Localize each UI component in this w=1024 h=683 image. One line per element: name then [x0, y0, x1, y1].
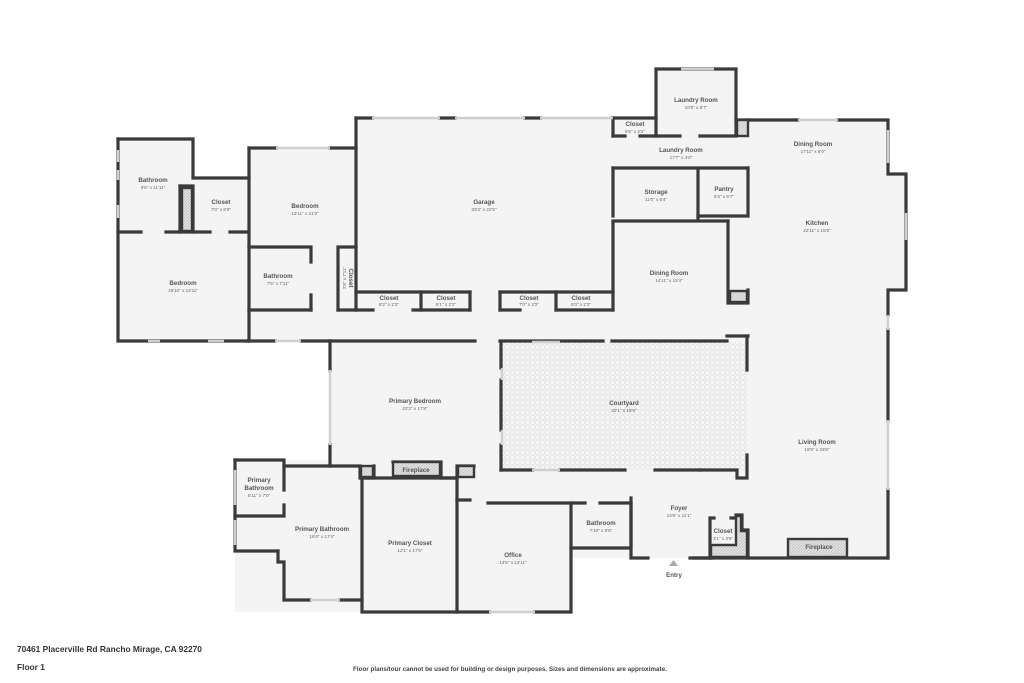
foyer-closet-chase	[709, 514, 749, 559]
room-name: Primary Bedroom	[389, 398, 441, 405]
floor-fills	[118, 69, 906, 612]
room-dimensions: 6'1" x 2'2"	[436, 302, 456, 307]
fireplace-label: Fireplace	[402, 467, 430, 474]
room-dimensions: 11'0" x 6'4"	[645, 197, 668, 202]
room-dimensions: 17'7" x 4'0"	[670, 155, 693, 160]
room-name: Closet	[347, 269, 354, 288]
room-name: Foyer	[671, 505, 688, 512]
room-name: Primary Closet	[388, 540, 432, 547]
courtyard-tiles	[501, 342, 747, 470]
room-dimensions: 2'8" x 7'11"	[342, 266, 347, 289]
room-dimensions: 7'0" x 6'8"	[211, 207, 231, 212]
room-dimensions: 5'11" x 7'0"	[248, 493, 271, 498]
room-name: Bathroom	[244, 485, 274, 492]
room-dimensions: 13'11" x 21'0"	[291, 211, 319, 216]
room-dimensions: 6'3" x 5'7"	[714, 194, 734, 199]
room-dimensions: 8'2" x 2'2"	[379, 302, 399, 307]
room-dimensions: 16'4" x 17'4"	[309, 534, 335, 539]
room-name: Laundry Room	[659, 147, 703, 154]
disclaimer: Floor plans/tour cannot be used for buil…	[353, 666, 667, 673]
laundry-chase	[735, 118, 750, 138]
room-name: Courtyard	[609, 400, 639, 407]
room-name: Closet	[520, 295, 539, 302]
room-name: Laundry Room	[674, 97, 718, 104]
room-name: Closet	[437, 295, 456, 302]
room-dimensions: 16'10" x 13'11"	[168, 288, 198, 293]
room-name: Pantry	[714, 186, 734, 193]
room-name: Closet	[380, 295, 399, 302]
fireplace-bedroom	[391, 460, 442, 478]
room-name: Bedroom	[169, 280, 197, 287]
room-name: Bathroom	[586, 520, 616, 527]
room-name: Dining Room	[650, 270, 689, 277]
room-dimensions: 13'6" x 11'1"	[667, 513, 692, 518]
room-dimensions: 7'5" x 7'11"	[267, 281, 290, 286]
fireplace-living	[786, 537, 849, 559]
nw-chase	[180, 186, 194, 233]
room-dimensions: 3'1" x 3'6"	[713, 536, 733, 541]
room-name: Bathroom	[263, 273, 293, 280]
room-name: Bathroom	[138, 177, 168, 184]
room-name: Closet	[572, 295, 591, 302]
room-dimensions: 10'0" x 8'7"	[685, 105, 708, 110]
room-name: Closet	[626, 121, 645, 128]
room-dimensions: 12'1" x 17'5"	[397, 548, 423, 553]
room-dimensions: 5'5" x 2'1"	[625, 129, 645, 134]
room-dimensions: 7'10" x 5'5"	[590, 528, 613, 533]
room-dimensions: 14'5" x 13'11"	[499, 560, 527, 565]
room-dimensions: 19'5" x 33'6"	[804, 447, 830, 452]
room-name: Primary	[247, 477, 271, 484]
floor-label: Floor 1	[17, 662, 45, 672]
room-dimensions: 22'11" x 15'5"	[803, 228, 831, 233]
room-dimensions: 9'6" x 11'11"	[141, 185, 166, 190]
room-name: Kitchen	[806, 220, 829, 227]
kitchen-pillar	[728, 289, 749, 304]
room-name: Dining Room	[794, 141, 833, 148]
property-address: 70461 Placerville Rd Rancho Mirage, CA 9…	[17, 644, 202, 654]
room-dimensions: 33'3" x 22'5"	[471, 207, 497, 212]
room-labels: Bathroom 9'6" x 11'11" Closet 7'0" x 6'8…	[138, 97, 836, 579]
room-name: Closet	[212, 199, 231, 206]
hatched-structures	[180, 118, 849, 559]
room-dimensions: 14'11" x 15'4"	[655, 278, 683, 283]
room-dimensions: 7'0" x 2'2"	[519, 302, 539, 307]
room-name: Closet	[714, 528, 733, 535]
room-dimensions: 22'2" x 17'8"	[402, 406, 428, 411]
entry-arrow-icon	[669, 560, 678, 566]
room-dimensions: 32'1" x 16'9"	[611, 408, 637, 413]
room-name: Bedroom	[291, 203, 319, 210]
room-dimensions: 17'11" x 6'9"	[801, 149, 826, 154]
fireplace-label: Fireplace	[805, 544, 833, 551]
entry-label: Entry	[666, 572, 682, 579]
room-dimensions: 6'0" x 2'2"	[571, 302, 591, 307]
room-name: Garage	[473, 199, 495, 206]
bedroom-pillar-right	[456, 464, 476, 479]
room-name: Office	[504, 552, 522, 559]
bedroom-pillar-left	[359, 464, 375, 479]
room-name: Primary Bathroom	[295, 526, 349, 533]
windows	[116, 67, 908, 614]
room-name: Storage	[644, 189, 668, 196]
room-name: Living Room	[798, 439, 836, 446]
